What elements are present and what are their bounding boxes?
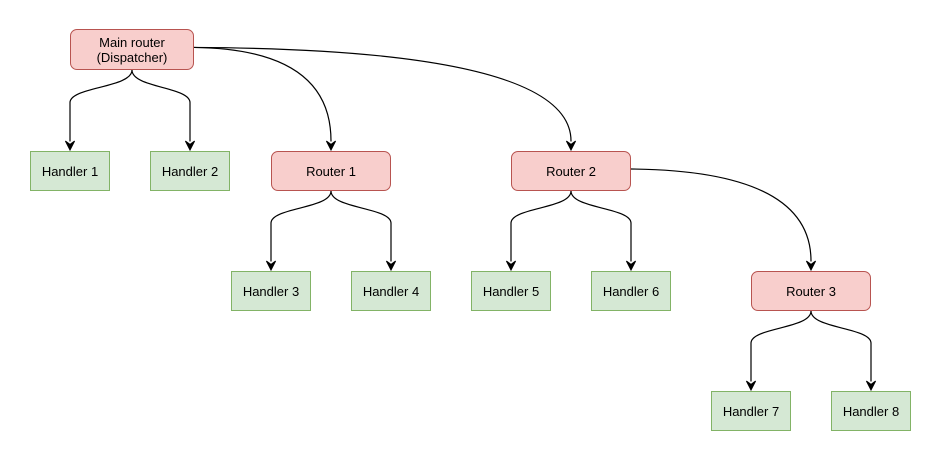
- edge-r2-h6-arrowhead: [625, 260, 637, 272]
- edge-r3-h7-arrowhead: [745, 380, 757, 392]
- node-handler-1[interactable]: Handler 1: [30, 151, 110, 191]
- edge-r1-h3-arrowhead: [265, 260, 277, 272]
- node-label: Handler 1: [41, 163, 99, 179]
- edge-r2-r3-line: [630, 168, 812, 262]
- edge-r2-h5-line: [510, 190, 572, 262]
- node-label: Handler 4: [362, 283, 420, 299]
- node-label: Handler 7: [722, 403, 780, 419]
- node-label: Handler 3: [242, 283, 300, 299]
- edge-main-r2-line: [193, 46, 572, 142]
- edge-r2-r3-arrowhead: [805, 260, 817, 272]
- edge-r3-h8-line: [810, 310, 872, 382]
- node-handler-2[interactable]: Handler 2: [150, 151, 230, 191]
- node-handler-5[interactable]: Handler 5: [471, 271, 551, 311]
- edge-main-r1-arrowhead: [325, 140, 337, 152]
- edge-r3-h8-arrowhead: [865, 380, 877, 392]
- node-handler-6[interactable]: Handler 6: [591, 271, 671, 311]
- node-label: Main router (Dispatcher): [96, 34, 168, 65]
- edge-r2-h6-line: [570, 190, 632, 262]
- node-label: Handler 2: [161, 163, 219, 179]
- node-handler-7[interactable]: Handler 7: [711, 391, 791, 431]
- node-label: Handler 5: [482, 283, 540, 299]
- node-router-3[interactable]: Router 3: [751, 271, 871, 311]
- edge-main-r2-arrowhead: [565, 140, 577, 152]
- node-handler-3[interactable]: Handler 3: [231, 271, 311, 311]
- node-main-router[interactable]: Main router (Dispatcher): [70, 29, 194, 70]
- edge-main-h1-line: [69, 69, 133, 142]
- node-handler-4[interactable]: Handler 4: [351, 271, 431, 311]
- edge-main-r1-line: [193, 46, 332, 142]
- node-router-1[interactable]: Router 1: [271, 151, 391, 191]
- node-label: Router 1: [306, 163, 356, 179]
- edge-main-h2-arrowhead: [184, 140, 196, 152]
- edge-r1-h4-line: [330, 190, 392, 262]
- node-router-2[interactable]: Router 2: [511, 151, 631, 191]
- node-label: Router 3: [786, 283, 836, 299]
- edge-main-h2-line: [131, 69, 191, 142]
- edge-r3-h7-line: [750, 310, 812, 382]
- node-label: Router 2: [546, 163, 596, 179]
- edge-r2-h5-arrowhead: [505, 260, 517, 272]
- node-handler-8[interactable]: Handler 8: [831, 391, 911, 431]
- edge-r1-h4-arrowhead: [385, 260, 397, 272]
- edge-r1-h3-line: [270, 190, 332, 262]
- node-label: Handler 6: [602, 283, 660, 299]
- node-label: Handler 8: [842, 403, 900, 419]
- edge-main-h1-arrowhead: [64, 140, 76, 152]
